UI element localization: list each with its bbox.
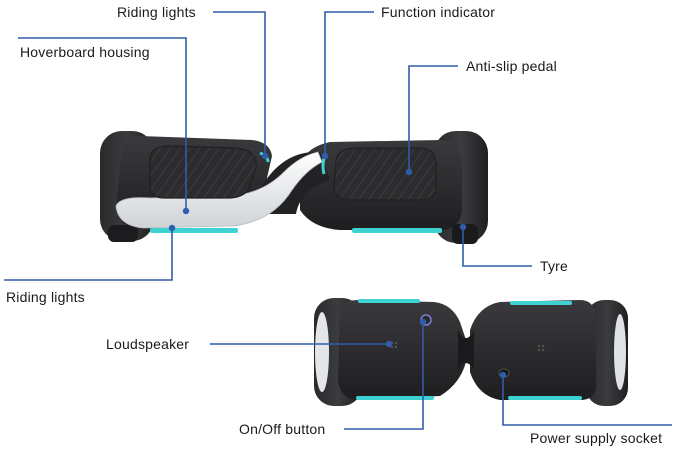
leader-hoverboard-housing [18,37,187,211]
leader-power-supply-socket [502,375,672,426]
leader-tyre [462,227,532,267]
label-anti-slip-pedal: Anti-slip pedal [466,58,557,74]
leader-riding-lights-top [213,11,266,156]
hoverboard-top-view [100,131,488,244]
label-loudspeaker: Loudspeaker [106,336,190,352]
label-riding-lights-top: Riding lights [117,4,196,20]
label-riding-lights-bottom: Riding lights [6,289,85,305]
riding-light-front-right [352,228,442,233]
riding-light-rear-top-left [358,299,420,303]
label-tyre: Tyre [540,258,569,274]
leader-anti-slip-pedal [408,65,458,172]
leader-lines [4,11,672,430]
riding-light-front-left [150,228,238,233]
leader-function-indicator [324,11,374,156]
label-on-off-button: On/Off button [239,421,326,437]
hoverboard-rear-view [314,298,628,406]
riding-light-rear-bottom-left [356,396,434,400]
label-function-indicator: Function indicator [381,4,496,20]
label-power-supply-socket: Power supply socket [530,430,663,446]
leader-on-off-button [344,322,424,430]
leader-dots [168,152,507,379]
label-hoverboard-housing: Hoverboard housing [20,44,150,60]
leader-riding-lights-bottom [4,228,173,281]
riding-light-rear-top-right [510,301,572,305]
indicator-light-right [321,157,326,175]
riding-light-rear-bottom-right [508,396,582,400]
